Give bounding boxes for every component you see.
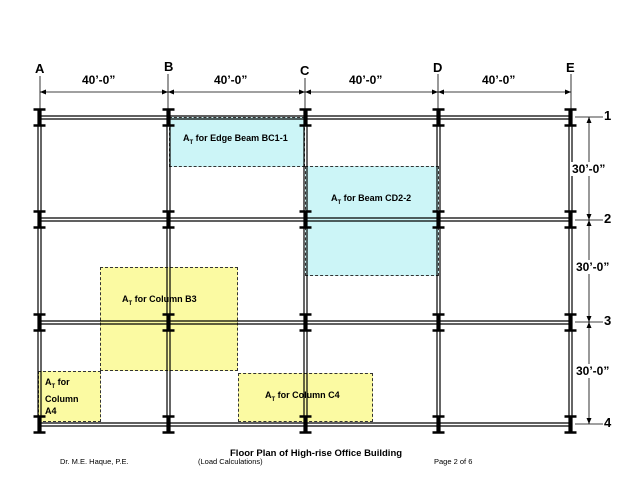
column-c2: [299, 210, 312, 229]
grid-label-d: D: [433, 60, 443, 75]
column-a4: [33, 415, 46, 434]
column-e4: [564, 415, 577, 434]
label-edge-beam-bc1: AT for Edge Beam BC1-1: [183, 133, 288, 146]
column-c3: [299, 313, 312, 332]
column-b4: [162, 415, 175, 434]
column-a2: [33, 210, 46, 229]
bay-width-label-bc: 40’-0”: [214, 73, 248, 87]
label-column-b3: AT for Column B3: [122, 294, 197, 307]
column-d3: [432, 313, 445, 332]
bay-depth-label-12: 30’-0”: [571, 162, 607, 176]
bay-width-label-cd: 40’-0”: [349, 73, 383, 87]
column-a1: [33, 108, 46, 127]
column-c4: [299, 415, 312, 434]
column-e3: [564, 313, 577, 332]
bay-width-label-ab: 40’-0”: [82, 73, 116, 87]
label-beam-cd2: AT for Beam CD2-2: [331, 193, 412, 206]
column-d2: [432, 210, 445, 229]
grid-label-1: 1: [604, 108, 612, 123]
grid-label-4: 4: [604, 415, 612, 430]
grid-label-3: 3: [604, 313, 612, 328]
grid-label-a: A: [35, 61, 45, 76]
column-e2: [564, 210, 577, 229]
column-e1: [564, 108, 577, 127]
column-d1: [432, 108, 445, 127]
grid-label-2: 2: [604, 211, 612, 226]
column-b1: [162, 108, 175, 127]
column-a3: [33, 313, 46, 332]
bay-depth-label-34: 30’-0”: [575, 364, 611, 378]
footer-course: (Load Calculations): [198, 457, 263, 466]
grid-extension-lines: [39, 74, 603, 425]
label-column-a4: AT for Column A4: [45, 377, 79, 416]
footer-page-number: Page 2 of 6: [434, 457, 473, 466]
grid-label-b: B: [164, 59, 174, 74]
drawing-title: Floor Plan of High-rise Office Building: [230, 448, 403, 459]
bay-width-label-de: 40’-0”: [482, 73, 516, 87]
column-c1: [299, 108, 312, 127]
girder-lines-vertical: [37, 110, 573, 432]
footer-author: Dr. M.E. Haque, P.E.: [60, 457, 129, 466]
column-d4: [432, 415, 445, 434]
vertical-dimension-arrows: [586, 117, 592, 424]
beam-lines-horizontal: [38, 115, 572, 427]
column-b2: [162, 210, 175, 229]
label-column-c4: AT for Column C4: [265, 390, 340, 403]
horizontal-dimension-arrows: [40, 89, 571, 95]
column-markers: [33, 108, 577, 434]
bay-depth-label-23: 30’-0”: [575, 260, 611, 274]
grid-label-e: E: [566, 60, 575, 75]
column-b3: [162, 313, 175, 332]
grid-label-c: C: [300, 63, 310, 78]
tributary-area-edge-beam-bc1: [169, 117, 305, 167]
tributary-area-column-a4: [38, 371, 101, 422]
